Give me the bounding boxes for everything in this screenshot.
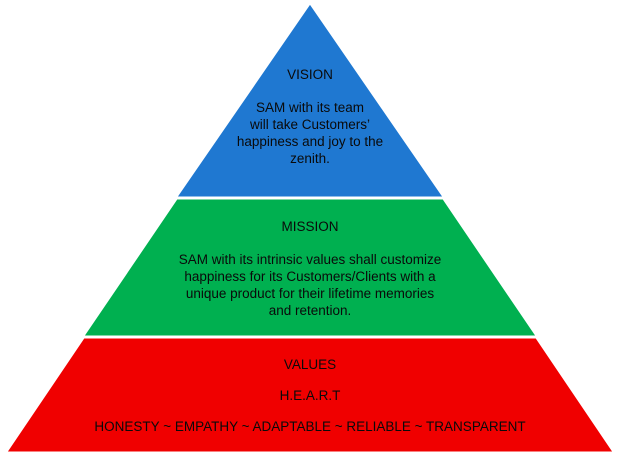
vision-title: VISION — [287, 67, 333, 82]
vision-line: zenith. — [290, 151, 330, 166]
mission-line: SAM with its intrinsic values shall cust… — [178, 252, 442, 267]
values-title: VALUES — [283, 357, 337, 372]
mission-statement: SAM with its intrinsic values shall cust… — [140, 251, 480, 319]
vision-line: happiness and joy to the — [236, 134, 384, 149]
vision-line: will take Customers’ — [249, 117, 371, 132]
values-tier-shape — [6, 337, 614, 453]
mission-tier: MISSION SAM with its intrinsic values sh… — [140, 218, 480, 319]
mission-tier-shape — [83, 198, 537, 337]
mission-line: happiness for its Customers/Clients with… — [184, 269, 436, 284]
values-acronym: H.E.A.R.T — [279, 388, 341, 403]
mission-line: unique product for their lifetime memori… — [185, 286, 435, 301]
vision-line: SAM with its team — [255, 100, 365, 115]
values-tier: VALUES H.E.A.R.T HONESTY ~ EMPATHY ~ ADA… — [40, 356, 580, 435]
values-list: HONESTY ~ EMPATHY ~ ADAPTABLE ~ RELIABLE… — [94, 419, 526, 434]
vision-tier: VISION SAM with its team will take Custo… — [210, 66, 410, 167]
vision-statement: SAM with its team will take Customers’ h… — [210, 99, 410, 167]
mission-line: and retention. — [268, 303, 352, 318]
vision-tier-shape — [176, 3, 444, 198]
mission-title: MISSION — [281, 219, 339, 234]
